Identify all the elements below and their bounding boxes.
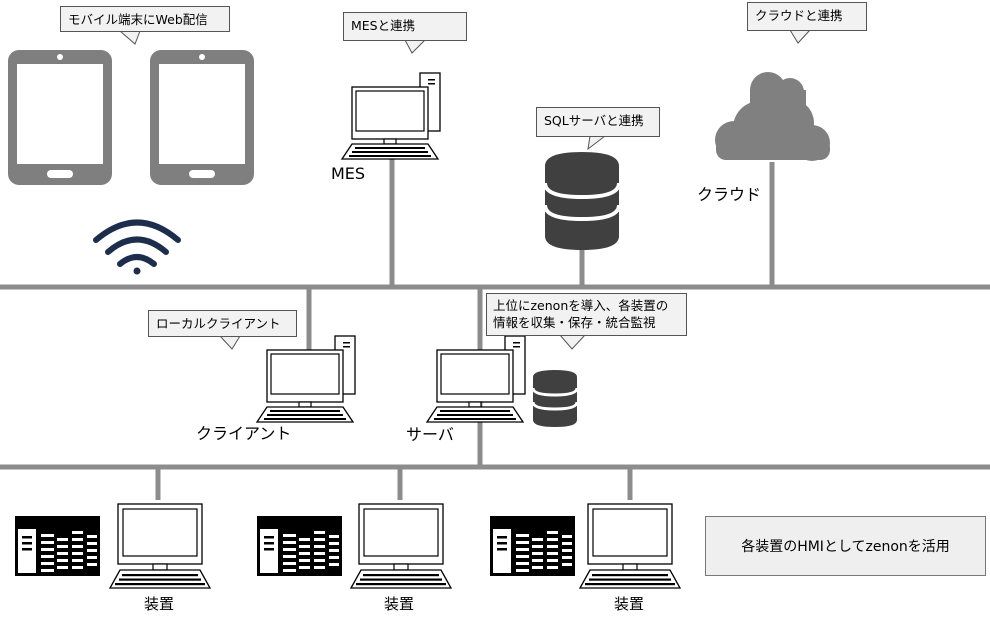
device-hmi-icon	[109, 503, 211, 589]
server-label: サーバ	[406, 425, 454, 444]
hmi-note: 各装置のHMIとしてzenonを活用	[705, 516, 986, 576]
device-hmi-icon	[350, 503, 452, 589]
device-label: 装置	[384, 595, 415, 613]
mes-computer-icon	[341, 72, 441, 160]
callout-server-line2: 情報を収集・保存・統合監視	[493, 315, 656, 330]
server-database-icon	[531, 370, 579, 427]
plc-icon	[490, 516, 575, 576]
plc-icon	[15, 516, 100, 576]
device-label: 装置	[614, 595, 645, 613]
device-label: 装置	[144, 595, 175, 613]
client-computer-icon	[256, 335, 356, 423]
sql-database-icon	[543, 152, 621, 250]
callout-server: 上位にzenonを導入、各装置の 情報を収集・保存・統合監視	[486, 293, 687, 336]
callout-pointers	[119, 29, 811, 350]
wifi-icon	[93, 219, 181, 275]
cloud-icon	[715, 72, 830, 161]
callout-local-client: ローカルクライアント	[148, 310, 297, 337]
cloud-label: クラウド	[697, 185, 762, 204]
mes-label: MES	[331, 164, 366, 183]
callout-sql: SQLサーバと連携	[536, 107, 660, 137]
plc-icon	[257, 516, 342, 576]
server-computer-icon	[426, 335, 526, 423]
client-label: クライアント	[196, 424, 292, 443]
callout-server-line1: 上位にzenonを導入、各装置の	[493, 298, 669, 313]
network-lines	[0, 158, 990, 500]
tablet-icon	[8, 50, 112, 185]
callout-cloud: クラウドと連携	[747, 2, 867, 31]
callout-mes: MESと連携	[343, 12, 467, 41]
tablet-icon	[150, 50, 254, 185]
device-hmi-icon	[579, 503, 681, 589]
callout-mobile: モバイル端末にWeb配信	[60, 6, 230, 32]
